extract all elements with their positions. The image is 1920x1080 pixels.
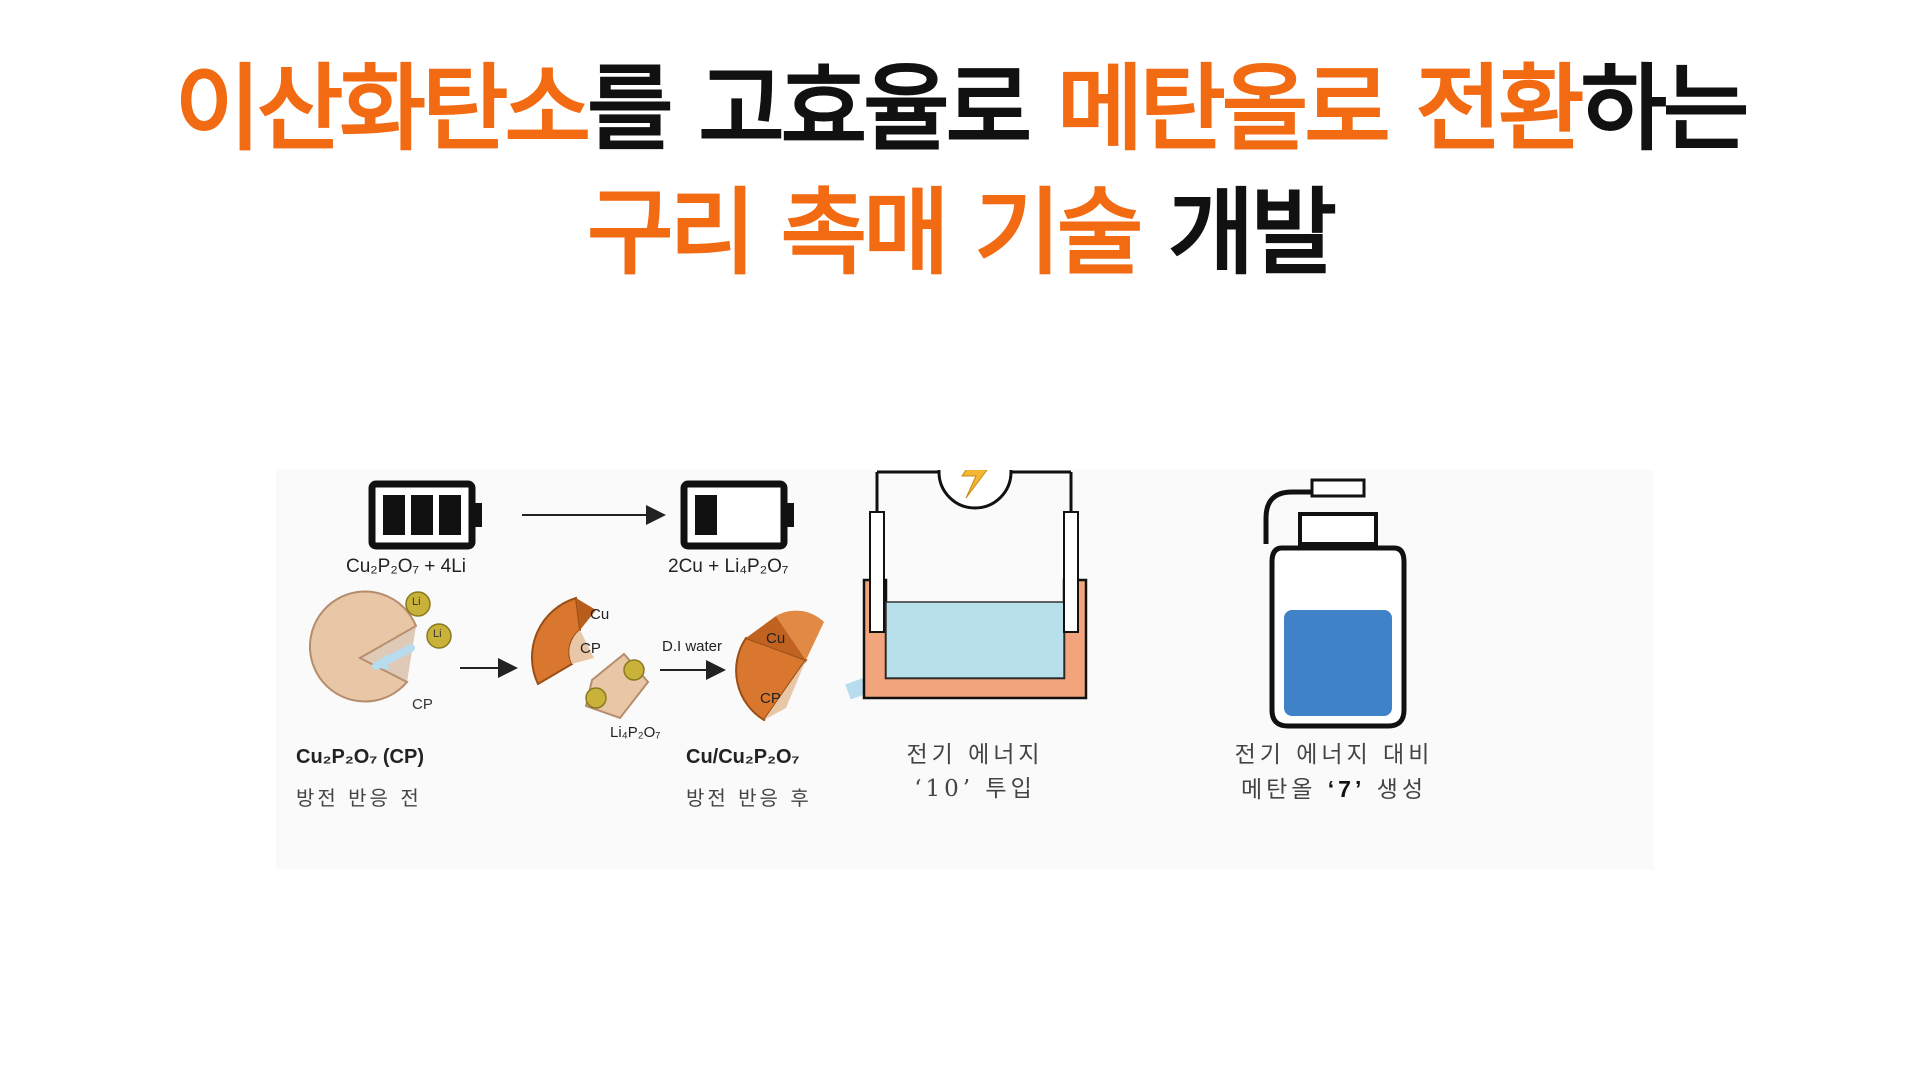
step1-caption: 방전 반응 전 [296, 786, 422, 810]
fragment-core-label: CP [580, 640, 601, 657]
li4p2o7-label: Li₄P₂O₇ [610, 724, 661, 741]
methanol-bottle-icon [1263, 478, 1407, 729]
lithium-ion [405, 591, 452, 649]
di-water-label: D.I water [662, 638, 723, 655]
power-source-icon [937, 470, 1013, 510]
headline-line1-segment-0: 이산화탄소 [174, 55, 591, 164]
cell-caption-line-1: 전기 에너지 [906, 742, 1044, 768]
bottle-caption-pre: 메탄올 [1240, 777, 1328, 803]
diagram-graphics [308, 470, 1407, 729]
step3-caption: 방전 반응 후 [686, 786, 812, 810]
headline-line1-segment-1: 를 고효율로 [586, 55, 1057, 164]
bottle-caption-line-1: 전기 에너지 대비 [1234, 742, 1434, 768]
bottle-caption: 전기 에너지 대비 메탄올 ‘7’ 생성 [1204, 738, 1464, 807]
electrolysis-cell [862, 470, 1088, 700]
cp-core-label: CP [412, 696, 433, 713]
copper-shell-fragment [531, 596, 596, 686]
headline-line-1: 이산화탄소를 고효율로 메탄올로 전환하는 [0, 48, 1920, 172]
process-diagram: Cu₂P₂O₇ + 4Li 2Cu + Li₄P₂O₇ CP Li Li Cu … [276, 470, 1654, 870]
headline-line2-segment-0: 구리 촉매 기술 [586, 179, 1143, 288]
cell-caption-line-2: ‘10’ 투입 [914, 776, 1036, 802]
battery-after-formula: 2Cu + Li₄P₂O₇ [668, 556, 789, 577]
cp-inner-label: CP [760, 690, 781, 707]
bottle-caption-post: 생성 [1365, 777, 1427, 803]
headline-line1-segment-3: 하는 [1580, 55, 1749, 164]
battery-before-formula: Cu₂P₂O₇ + 4Li [346, 556, 467, 577]
low-battery-icon [680, 480, 794, 550]
full-battery-icon [368, 480, 482, 550]
headline-line1-segment-2: 메탄올로 전환 [1056, 55, 1585, 164]
copper-shell-label: Cu [590, 606, 610, 623]
step3-title: Cu/Cu₂P₂O₇ [686, 746, 800, 768]
methanol-ratio-value: ‘7’ [1327, 776, 1366, 802]
step1-title: Cu₂P₂O₇ (CP) [296, 746, 424, 768]
lithium-label: Li [412, 596, 421, 608]
cell-caption: 전기 에너지 ‘10’ 투입 [865, 738, 1085, 806]
bottle-caption-line-2: 메탄올 ‘7’ 생성 [1204, 772, 1464, 807]
cu-cp-particle [735, 610, 824, 722]
headline-line2-segment-1: 개발 [1139, 179, 1337, 288]
li4p2o7-fragment [584, 652, 650, 720]
headline-line-2: 구리 촉매 기술 개발 [0, 172, 1920, 296]
headline: 이산화탄소를 고효율로 메탄올로 전환하는 구리 촉매 기술 개발 [0, 48, 1920, 296]
cu-shell-label: Cu [766, 630, 786, 647]
lithium-label-2: Li [433, 628, 442, 640]
cp-particle [308, 590, 418, 703]
